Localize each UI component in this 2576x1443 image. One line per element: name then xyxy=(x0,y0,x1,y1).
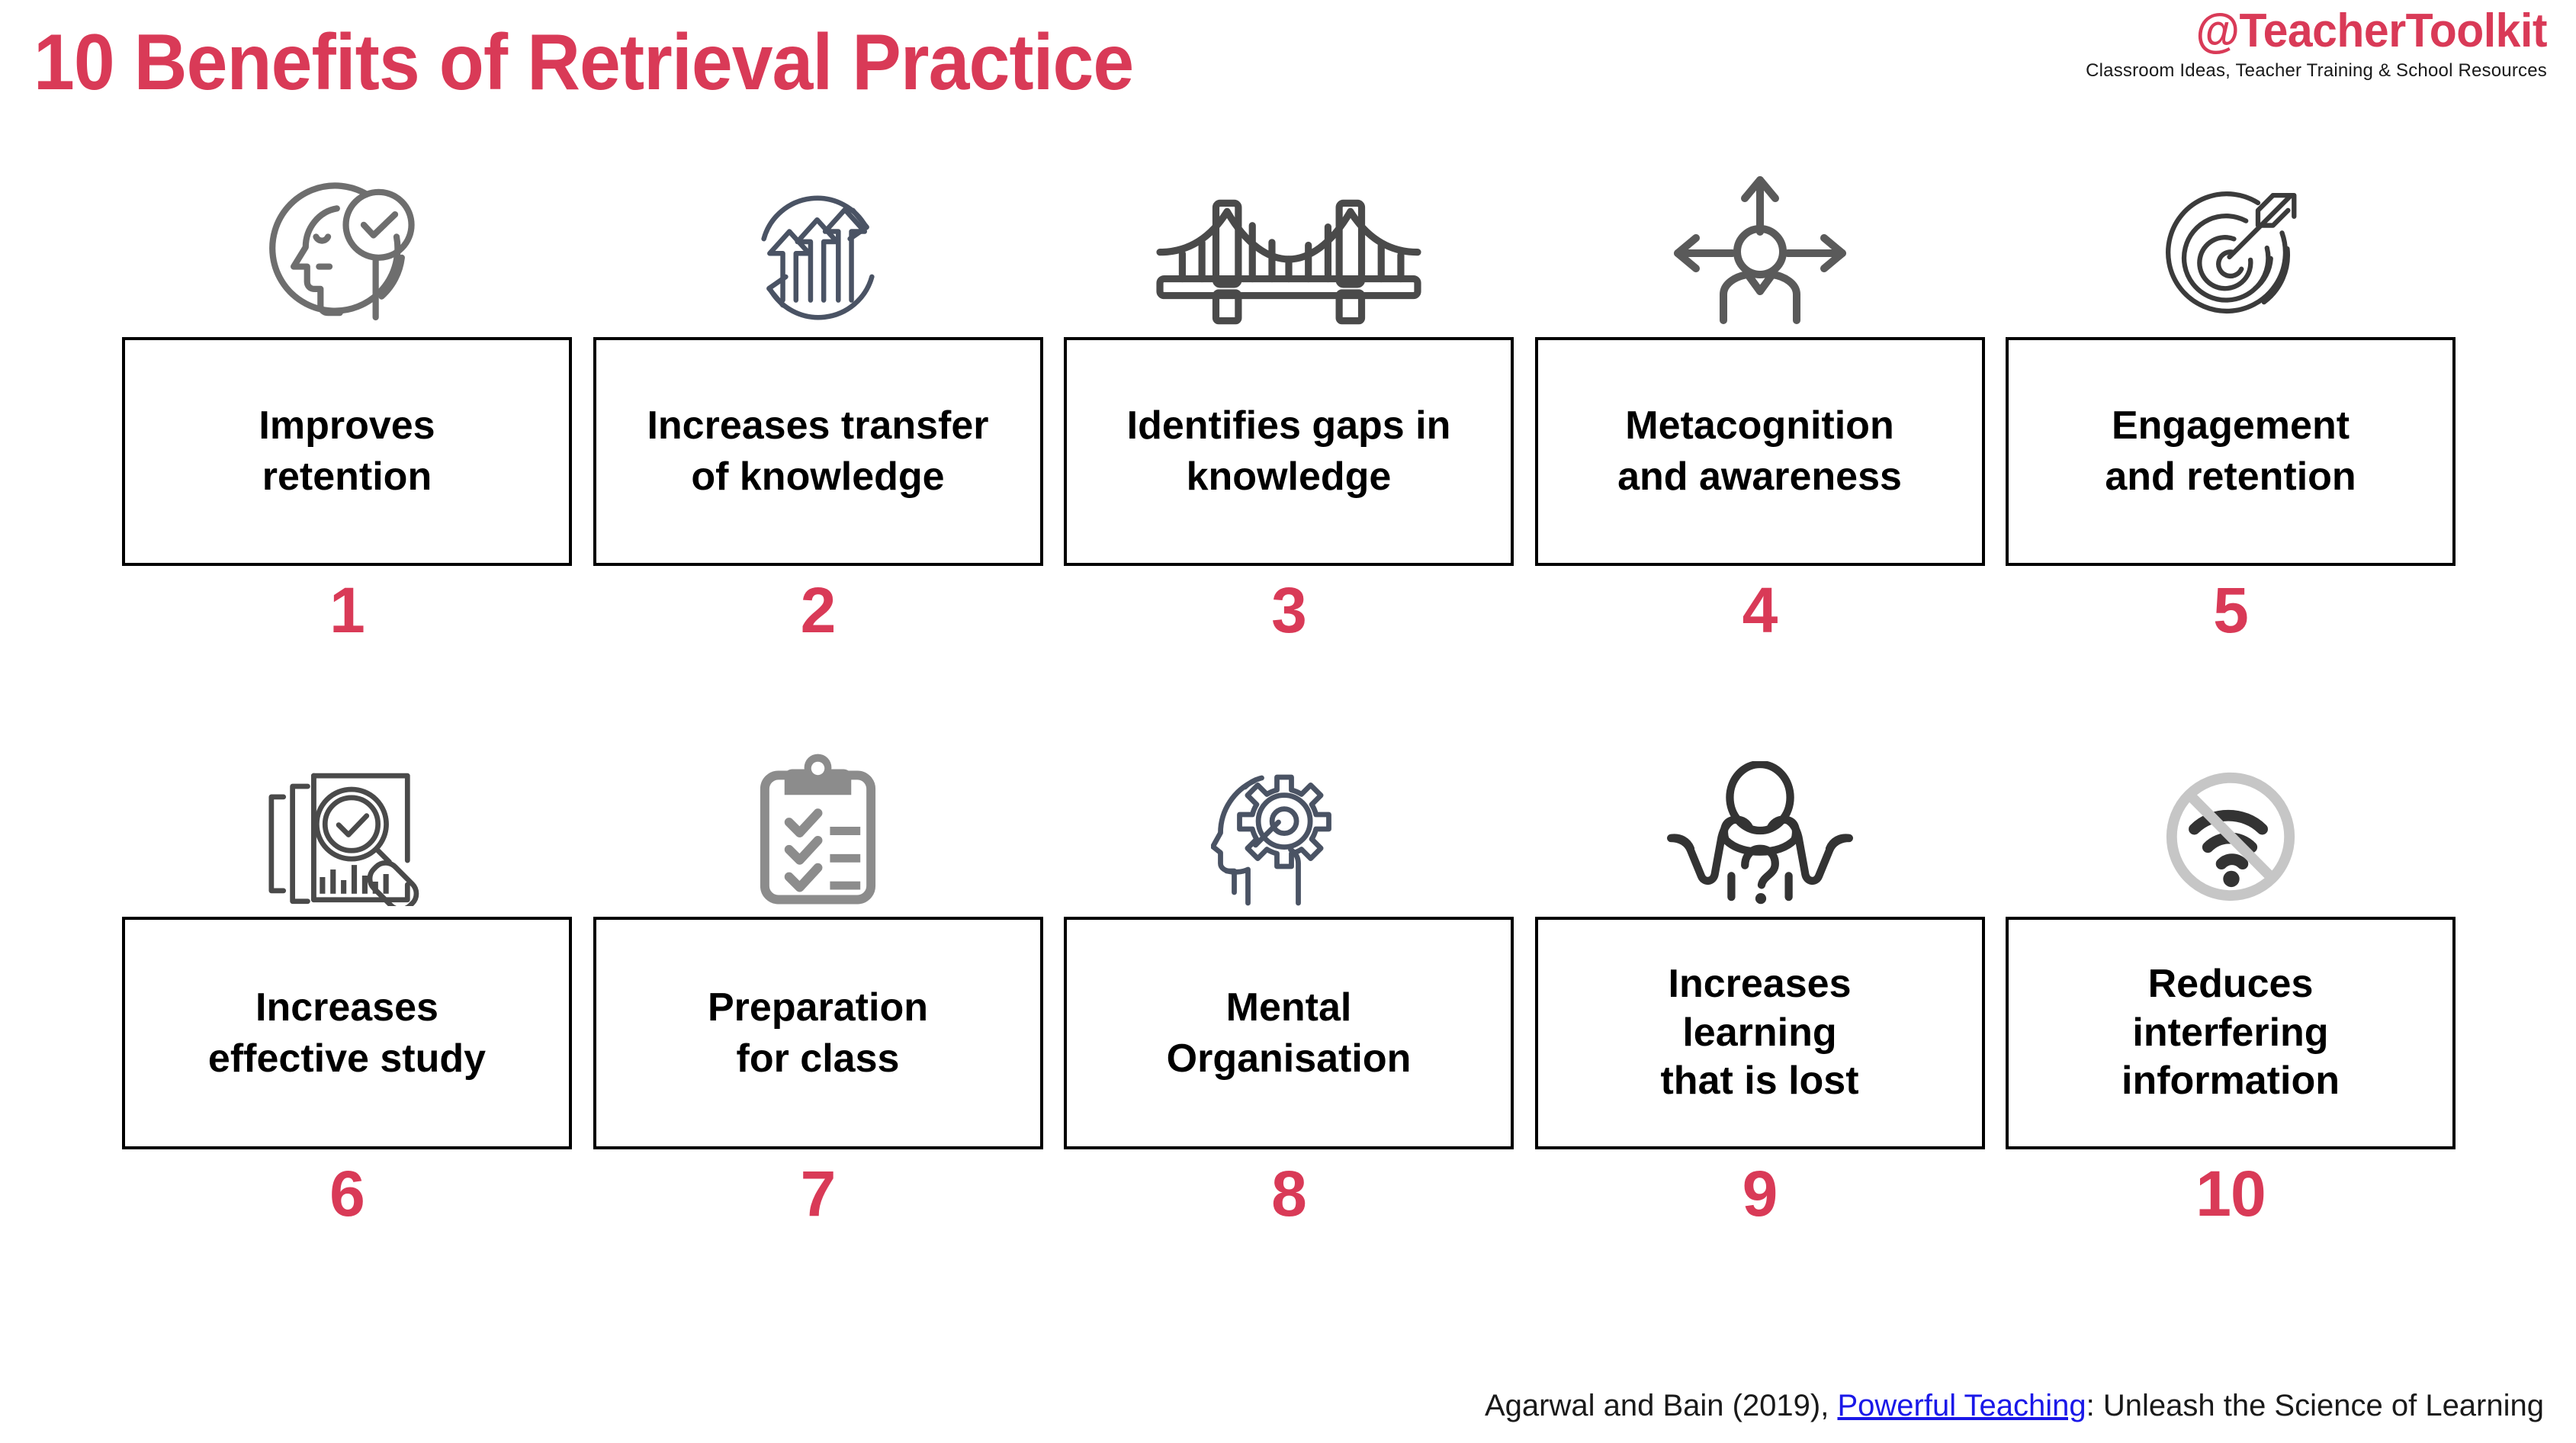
benefit-label-1: Improves retention xyxy=(259,403,435,499)
benefit-box-9: Increases learning that is lost xyxy=(1534,917,1985,1149)
brand-logo: @TeacherToolkit Classroom Ideas, Teacher… xyxy=(2013,8,2547,82)
citation: Agarwal and Bain (2019), Powerful Teachi… xyxy=(1485,1389,2544,1423)
benefit-number-6: 6 xyxy=(329,1158,365,1229)
benefit-number-3: 3 xyxy=(1271,574,1307,646)
benefit-card-5: Engagement and retention 5 xyxy=(2006,174,2456,642)
benefit-number-9: 9 xyxy=(1742,1158,1778,1229)
benefit-box-4: Metacognition and awareness xyxy=(1534,337,1985,566)
benefit-card-6: Increases effective study 6 xyxy=(122,754,572,1226)
page-title: 10 Benefits of Retrieval Practice xyxy=(34,18,1134,107)
benefit-box-3: Identifies gaps in knowledge xyxy=(1064,337,1514,566)
benefit-box-2: Increases transfer of knowledge xyxy=(593,337,1043,566)
clipboard-checklist-icon xyxy=(751,754,885,906)
benefit-box-1: Improves retention xyxy=(122,337,572,566)
benefit-number-7: 7 xyxy=(800,1158,837,1229)
benefit-number-4: 4 xyxy=(1742,574,1778,646)
benefit-card-10: Reduces interfering information 10 xyxy=(2006,754,2456,1226)
benefits-row-2: Increases effective study 6 xyxy=(122,754,2456,1226)
benefit-box-10: Reduces interfering information xyxy=(2006,917,2456,1149)
benefit-number-2: 2 xyxy=(800,574,837,646)
no-wifi-icon xyxy=(2158,754,2303,906)
citation-prefix: Agarwal and Bain (2019), xyxy=(1484,1389,1838,1422)
growth-arrows-cycle-icon xyxy=(740,174,896,326)
benefit-card-4: Metacognition and awareness 4 xyxy=(1534,174,1985,646)
benefit-label-9: Increases learning that is lost xyxy=(1660,962,1859,1104)
benefit-card-7: Preparation for class 7 xyxy=(593,754,1043,1226)
benefit-box-8: Mental Organisation xyxy=(1064,917,1514,1149)
citation-suffix: : Unleash the Science of Learning xyxy=(2086,1389,2544,1422)
target-dart-icon xyxy=(2153,174,2309,326)
benefit-label-6: Increases effective study xyxy=(207,985,487,1081)
benefit-label-8: Mental Organisation xyxy=(1166,985,1412,1081)
benefit-label-5: Engagement and retention xyxy=(2105,403,2356,499)
benefit-box-6: Increases effective study xyxy=(122,917,572,1149)
benefit-card-3: Identifies gaps in knowledge 3 xyxy=(1064,174,1514,642)
benefit-number-8: 8 xyxy=(1271,1158,1307,1229)
head-gear-icon xyxy=(1210,754,1367,906)
benefit-box-7: Preparation for class xyxy=(593,917,1043,1149)
person-arrows-icon xyxy=(1669,174,1852,326)
benefit-label-10: Reduces interfering information xyxy=(2122,962,2340,1104)
benefit-label-7: Preparation for class xyxy=(708,985,928,1081)
citation-link[interactable]: Powerful Teaching xyxy=(1837,1389,2086,1422)
brand-tagline: Classroom Ideas, Teacher Training & Scho… xyxy=(2086,60,2547,81)
benefit-card-2: Increases transfer of knowledge 2 xyxy=(593,174,1043,642)
benefit-label-2: Increases transfer of knowledge xyxy=(647,403,989,499)
benefit-card-9: Increases learning that is lost 9 xyxy=(1534,754,1985,1229)
head-check-icon xyxy=(265,174,429,326)
documents-magnifier-icon xyxy=(259,754,435,906)
brand-name: @TeacherToolkit xyxy=(2195,5,2547,57)
benefit-card-8: Mental Organisation 8 xyxy=(1064,754,1514,1226)
benefit-number-1: 1 xyxy=(329,574,365,646)
benefit-label-4: Metacognition and awareness xyxy=(1617,403,1902,499)
shrug-question-icon xyxy=(1665,754,1855,906)
suspension-bridge-icon xyxy=(1148,174,1430,326)
benefits-row-1: Improves retention 1 xyxy=(122,174,2456,642)
benefit-label-3: Identifies gaps in knowledge xyxy=(1126,403,1451,499)
benefit-number-10: 10 xyxy=(2195,1158,2266,1229)
benefit-card-1: Improves retention 1 xyxy=(122,174,572,642)
benefit-box-5: Engagement and retention xyxy=(2006,337,2456,566)
benefit-number-5: 5 xyxy=(2213,574,2249,646)
